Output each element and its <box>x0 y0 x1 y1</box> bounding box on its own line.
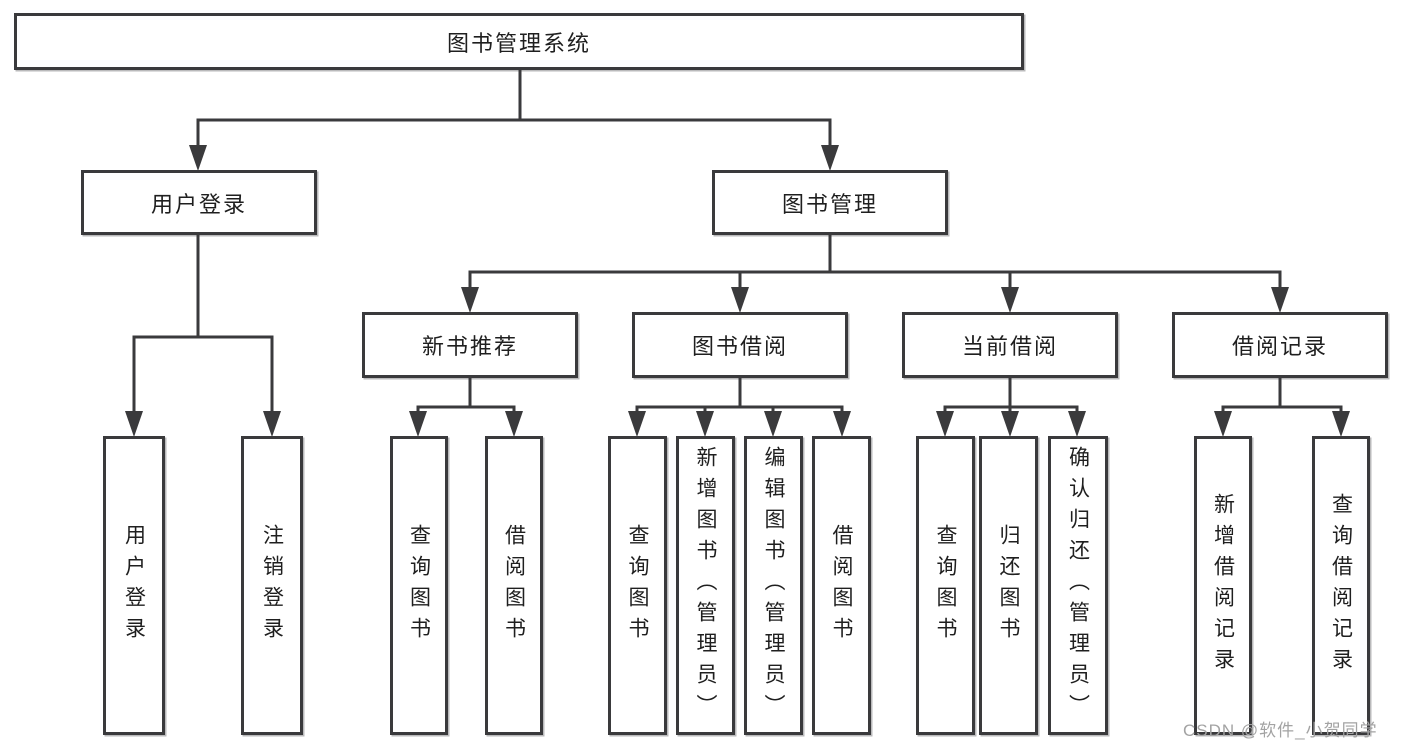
arrowhead <box>731 287 749 313</box>
node-query-books-current: 查询图书 <box>916 436 975 735</box>
connector-branch <box>1221 405 1343 413</box>
connector-branch <box>635 405 844 413</box>
node-query-books-current-label: 查询图书 <box>934 523 957 648</box>
node-user-login-label: 用户登录 <box>150 191 247 217</box>
arrowhead <box>821 145 839 171</box>
node-borrowing-records: 借阅记录 <box>1172 312 1388 378</box>
arrowhead <box>764 411 782 437</box>
node-borrow-books: 借阅图书 <box>812 436 871 735</box>
node-query-books-recommend: 查询图书 <box>390 436 448 735</box>
node-logout-label: 注销登录 <box>260 523 284 648</box>
arrowhead <box>1214 411 1232 437</box>
node-add-borrow-record: 新增借阅记录 <box>1194 436 1252 735</box>
node-user-login-leaf: 用户登录 <box>103 436 165 735</box>
node-edit-books-admin: 编辑图书（管理员） <box>744 436 803 735</box>
arrowhead <box>409 411 427 437</box>
node-current-borrowing-label: 当前借阅 <box>961 334 1058 359</box>
connector-user-login-branch <box>132 335 274 413</box>
node-query-books-borrowing-label: 查询图书 <box>626 523 649 648</box>
node-user-login-leaf-label: 用户登录 <box>122 523 146 648</box>
arrowhead <box>1001 411 1019 437</box>
node-book-borrowing: 图书借阅 <box>632 312 848 378</box>
node-logout: 注销登录 <box>241 436 303 735</box>
node-book-borrowing-label: 图书借阅 <box>691 334 788 359</box>
node-new-book-recommend: 新书推荐 <box>362 312 578 378</box>
node-add-books-admin-label: 新增图书（管理员） <box>694 446 717 725</box>
node-book-management-label: 图书管理 <box>781 191 878 217</box>
node-new-book-recommend-label: 新书推荐 <box>421 334 518 359</box>
node-root: 图书管理系统 <box>14 13 1024 70</box>
connector-level2-branch <box>196 118 832 147</box>
node-borrowing-records-label: 借阅记录 <box>1231 334 1328 359</box>
node-query-books-recommend-label: 查询图书 <box>407 523 431 648</box>
node-return-books-label: 归还图书 <box>997 523 1020 648</box>
arrowhead <box>1332 411 1350 437</box>
node-query-borrow-record-label: 查询借阅记录 <box>1329 492 1353 679</box>
node-confirm-return-admin: 确认归还（管理员） <box>1048 436 1108 735</box>
node-current-borrowing: 当前借阅 <box>902 312 1118 378</box>
arrowhead <box>189 145 207 171</box>
arrowhead <box>1271 287 1289 313</box>
node-add-borrow-record-label: 新增借阅记录 <box>1211 492 1235 679</box>
node-query-borrow-record: 查询借阅记录 <box>1312 436 1370 735</box>
arrowhead <box>833 411 851 437</box>
node-borrow-books-label: 借阅图书 <box>830 523 853 648</box>
node-user-login: 用户登录 <box>81 170 317 235</box>
node-book-management: 图书管理 <box>712 170 948 235</box>
arrowhead <box>1001 287 1019 313</box>
node-root-label: 图书管理系统 <box>446 30 591 56</box>
arrowhead <box>263 411 281 437</box>
node-borrow-books-recommend-label: 借阅图书 <box>502 523 526 648</box>
watermark: CSDN @软件_小贺同学 <box>1183 721 1378 740</box>
arrowhead <box>936 411 954 437</box>
node-borrow-books-recommend: 借阅图书 <box>485 436 543 735</box>
arrowhead <box>125 411 143 437</box>
arrowhead <box>1068 411 1086 437</box>
node-return-books: 归还图书 <box>979 436 1038 735</box>
node-confirm-return-admin-label: 确认归还（管理员） <box>1066 446 1090 725</box>
node-query-books-borrowing: 查询图书 <box>608 436 667 735</box>
arrowhead <box>461 287 479 313</box>
node-add-books-admin: 新增图书（管理员） <box>676 436 735 735</box>
connector-branch <box>416 405 516 413</box>
arrowhead <box>628 411 646 437</box>
arrowhead <box>505 411 523 437</box>
arrowhead <box>696 411 714 437</box>
node-edit-books-admin-label: 编辑图书（管理员） <box>762 446 785 725</box>
connector-level3-branch <box>468 270 1282 289</box>
